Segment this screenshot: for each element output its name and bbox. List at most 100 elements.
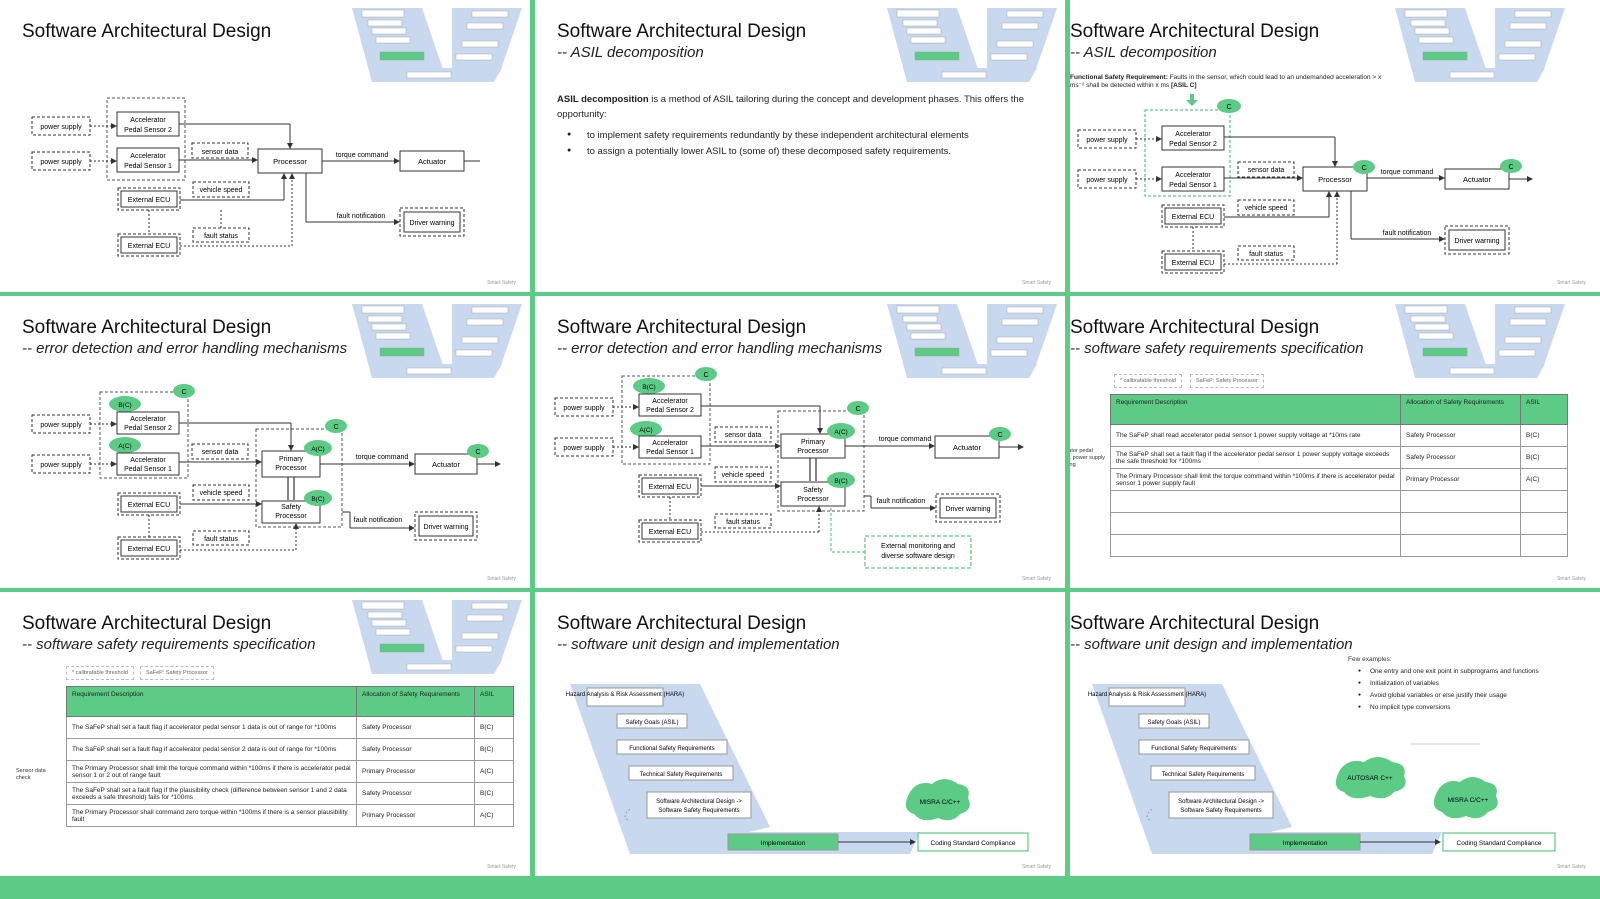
slide-3[interactable]: Software Architectural Design -- ASIL de… [1070, 0, 1600, 292]
v-model-thumbnail [352, 600, 522, 674]
slide-title: Software Architectural Design [1070, 21, 1320, 42]
svg-text:Software Safety Requirements: Software Safety Requirements [658, 808, 739, 814]
cell: Primary Processor [356, 760, 475, 783]
v-model-coding-standards-diagram: Hazard Analysis & Risk Assessment (HARA)… [1088, 684, 1556, 854]
svg-text:Safety Goals (ASIL): Safety Goals (ASIL) [1147, 720, 1200, 726]
table-side-note: Accelerator pedal sensor 1 power supply … [1070, 448, 1106, 469]
slide-6[interactable]: Software Architectural Design -- softwar… [1070, 296, 1600, 588]
svg-text:Processor: Processor [1318, 175, 1352, 184]
svg-text:Functional Safety Requirements: Functional Safety Requirements [629, 746, 714, 752]
svg-text:A(C): A(C) [118, 443, 131, 450]
svg-text:Primary: Primary [801, 439, 826, 446]
table-row: The SaFeP shall read accelerator pedal s… [1110, 424, 1568, 447]
legend-safep: SaFeP: Safety Processor [1190, 374, 1264, 388]
svg-text:External ECU: External ECU [649, 529, 691, 536]
svg-text:A(C): A(C) [639, 427, 652, 434]
svg-text:Pedal Sensor 1: Pedal Sensor 1 [124, 466, 172, 473]
slide-title: Software Architectural Design [22, 21, 272, 42]
svg-text:Actuator: Actuator [1463, 175, 1491, 184]
cell: Safety Processor [356, 716, 475, 739]
cell: Primary Processor [1400, 468, 1521, 491]
svg-text:fault notification: fault notification [877, 498, 926, 505]
aps2-label: Accelerator [130, 117, 166, 124]
cell: A(C) [474, 804, 514, 827]
table-row: The SaFeP shall set a fault flag if acce… [66, 738, 514, 761]
slide-8[interactable]: Software Architectural Design -- softwar… [535, 592, 1065, 876]
col-header: Allocation of Safety Requirements [1400, 394, 1521, 425]
bullet-list: to implement safety requirements redunda… [567, 128, 1027, 160]
error-handling-diagram-external: C power supply power supply B(C) Acceler… [554, 367, 1024, 569]
slide-7[interactable]: Software Architectural Design -- softwar… [0, 592, 530, 876]
svg-text:Accelerator: Accelerator [652, 398, 688, 405]
slide-footer: Smart Safety [1557, 864, 1586, 870]
aps1-label: Accelerator [130, 153, 166, 160]
svg-text:vehicle speed: vehicle speed [722, 472, 765, 479]
svg-text:power supply: power supply [1086, 177, 1128, 184]
slide-title: Software Architectural Design [557, 317, 807, 338]
bullet-item: to assign a potentially lower ASIL to (s… [567, 144, 1027, 160]
svg-text:Actuator: Actuator [953, 443, 981, 452]
svg-text:Actuator: Actuator [432, 460, 460, 469]
svg-text:diverse software design: diverse software design [881, 553, 955, 560]
legend-threshold: * calibratable threshold [66, 666, 134, 680]
example-item: Initialization of variables [1354, 678, 1584, 690]
svg-text:power supply: power supply [563, 405, 605, 412]
slide-footer: Smart Safety [1022, 280, 1051, 286]
table-row: The Primary Processor shall limit the to… [1110, 468, 1568, 491]
slide-9[interactable]: Software Architectural Design -- softwar… [1070, 592, 1600, 876]
svg-text:Pedal Sensor 2: Pedal Sensor 2 [1169, 141, 1217, 148]
functional-safety-requirement: Functional Safety Requirement: Faults in… [1070, 74, 1390, 91]
svg-text:Pedal Sensor 2: Pedal Sensor 2 [124, 127, 172, 134]
slide-2[interactable]: Software Architectural Design -- ASIL de… [535, 0, 1065, 292]
svg-text:External ECU: External ECU [128, 502, 170, 509]
svg-text:B(C): B(C) [118, 402, 131, 409]
svg-text:Accelerator: Accelerator [130, 457, 166, 464]
slide-4[interactable]: Software Architectural Design -- error d… [0, 296, 530, 588]
col-header: Allocation of Safety Requirements [356, 686, 475, 717]
power-supply-label: power supply [40, 159, 82, 166]
svg-text:torque command: torque command [356, 454, 409, 461]
svg-text:sensor data: sensor data [1248, 167, 1285, 174]
slide-title: Software Architectural Design [22, 317, 272, 338]
svg-text:C: C [855, 406, 860, 413]
svg-text:Coding Standard Compliance: Coding Standard Compliance [931, 840, 1016, 847]
cell: Safety Processor [356, 782, 475, 805]
external-ecu-label: External ECU [128, 243, 170, 250]
svg-text:C: C [1508, 164, 1513, 171]
svg-text:sensor data: sensor data [202, 449, 239, 456]
slide-footer: Smart Safety [1022, 576, 1051, 582]
svg-text:fault notification: fault notification [354, 517, 403, 524]
v-model-thumbnail [352, 304, 522, 378]
vehicle-speed-label: vehicle speed [200, 187, 243, 194]
primary-processor-label: Primary [279, 456, 304, 463]
driver-warning-label: Driver warning [409, 220, 454, 227]
table-row [1110, 534, 1568, 557]
svg-text:A(C): A(C) [834, 429, 847, 436]
svg-text:Software Architectural Design: Software Architectural Design -> [656, 799, 742, 805]
svg-text:Technical Safety Requirements: Technical Safety Requirements [640, 772, 723, 778]
cell: Safety Processor [1400, 446, 1521, 469]
cell: The Primary Processor shall command zero… [66, 804, 357, 827]
v-model-implementation-diagram: Hazard Analysis & Risk Assessment (HARA)… [566, 684, 1029, 854]
svg-text:Pedal Sensor 1: Pedal Sensor 1 [124, 163, 172, 170]
slide-1[interactable]: Software Architectural Design power supp… [0, 0, 530, 292]
svg-text:External ECU: External ECU [1172, 214, 1214, 221]
few-examples-title: Few examples: [1348, 656, 1392, 663]
slide-5[interactable]: Software Architectural Design -- error d… [535, 296, 1065, 588]
actuator-label: Actuator [418, 157, 446, 166]
para-bold: ASIL decomposition [557, 94, 649, 105]
slide-subtitle: -- software safety requirements specific… [1070, 340, 1364, 357]
slide-footer: Smart Safety [487, 280, 516, 286]
slide-subtitle: -- software unit design and implementati… [557, 636, 840, 653]
svg-text:Driver warning: Driver warning [945, 506, 990, 513]
asil-decomposition-paragraph: ASIL decomposition is a method of ASIL t… [557, 92, 1027, 122]
cell: B(C) [474, 716, 514, 739]
svg-text:Safety Goals (ASIL): Safety Goals (ASIL) [625, 720, 678, 726]
svg-text:MISRA C/C++: MISRA C/C++ [920, 799, 961, 806]
v-model-thumbnail [352, 8, 522, 82]
slide-subtitle: -- software unit design and implementati… [1070, 636, 1353, 653]
svg-text:C: C [333, 424, 338, 431]
v-model-thumbnail [887, 304, 1057, 378]
svg-text:power supply: power supply [40, 422, 82, 429]
